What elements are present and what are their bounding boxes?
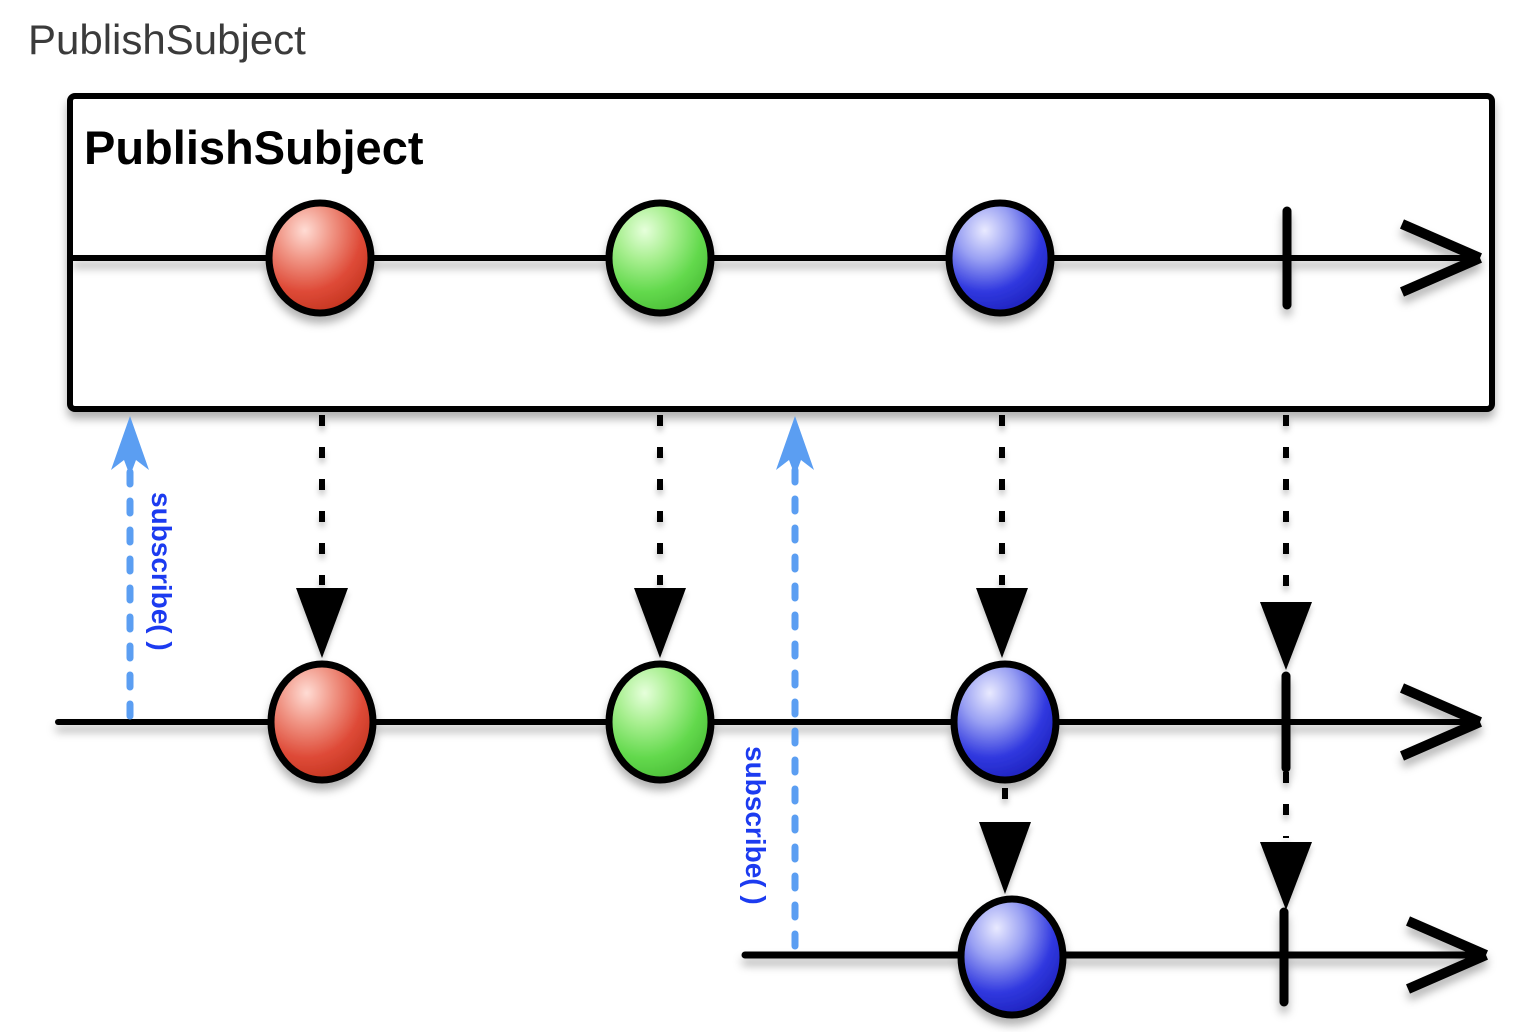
subscribe-arrow-1: subscribe( ) [111,416,177,720]
marble-green [605,199,715,317]
source-timeline [72,199,1482,317]
marble-green [605,660,715,784]
box-title: PublishSubject [84,121,424,174]
subscribe-label: subscribe( ) [146,492,177,651]
timeline-arrowhead [1400,253,1482,297]
publish-subject-box [67,93,1495,412]
marble-red [267,660,377,784]
emission-arrowhead [634,588,686,658]
subscribe-label: subscribe( ) [740,746,771,905]
timeline-arrowhead [1400,683,1482,727]
marble-blue [957,895,1067,1019]
emission-arrowhead [1260,602,1312,670]
emission-arrowhead [1260,842,1312,910]
emission-lines-bottom [979,772,1312,910]
subscribe-arrowhead [776,416,814,476]
emission-lines-top [296,415,1312,670]
timeline-arrowhead [1400,219,1482,263]
marble-blue [945,199,1055,317]
second-subscriber-timeline [741,895,1488,1019]
timeline-arrowhead [1406,950,1488,994]
emission-arrowhead [296,588,348,658]
marble-red [265,199,375,317]
subscribe-arrowhead [111,416,149,476]
marble-blue [950,660,1060,784]
first-subscriber-timeline [55,660,1482,784]
timeline-arrowhead [1406,916,1488,960]
page-title: PublishSubject [28,16,306,63]
subscribe-arrow-2: subscribe( ) [740,416,814,950]
timeline-arrowhead [1400,717,1482,761]
emission-arrowhead [976,588,1028,658]
publish-subject-box-group [67,93,1495,412]
emission-arrowhead [979,822,1031,894]
